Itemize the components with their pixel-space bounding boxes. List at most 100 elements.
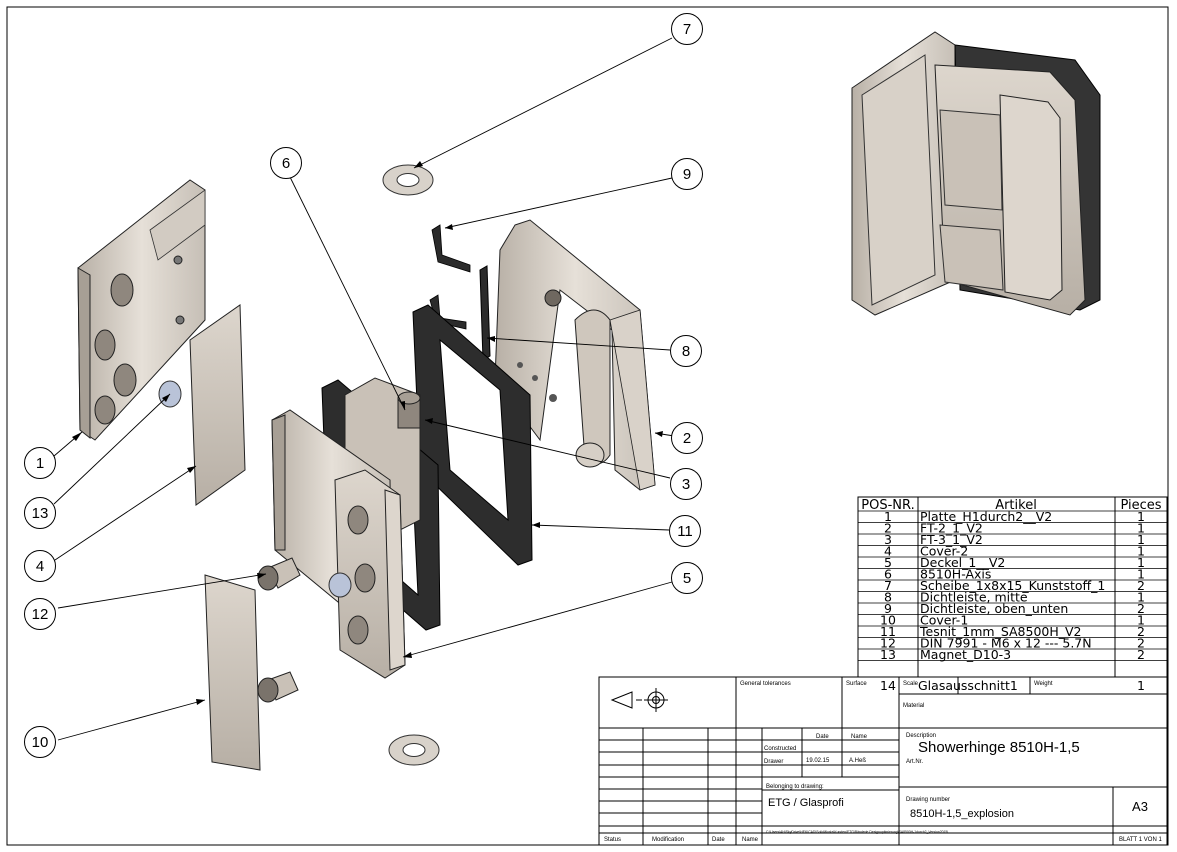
tb-description: Showerhinge 8510H-1,5 [918, 739, 1080, 756]
tb-drawing-number-label: Drawing number [906, 797, 950, 803]
balloon-10: 10 [24, 726, 56, 758]
tb-company: ETG / Glasprofi [768, 797, 844, 809]
bom-row-13-article: Magnet_D10-3 [920, 647, 1011, 662]
part-12-screw [257, 557, 301, 703]
tb-drawer-date: 19.02.15 [806, 758, 830, 764]
tb-drawing-number: 8510H-1,5_explosion [910, 808, 1014, 820]
balloon-5-label: 5 [683, 570, 691, 587]
tb-modification: Modification [652, 837, 684, 843]
balloon-4-label: 4 [36, 558, 44, 575]
tb-constructed: Constructed [764, 746, 796, 752]
bom-row-9-pieces: 2 [1137, 601, 1145, 616]
bom-row-2-pos: 2 [884, 521, 892, 536]
balloon-2-label: 2 [683, 430, 691, 447]
assembled-view [851, 31, 1101, 316]
bom-row-10-article: Cover-1 [920, 613, 968, 628]
bom-row-6-article: 8510H-Axis [920, 567, 991, 582]
part-1-plate [77, 179, 206, 441]
part-5-lid [334, 469, 406, 679]
tb-name-col: Name [742, 837, 759, 843]
tb-date-label: Date [816, 734, 829, 740]
bom-row-11-pieces: 2 [1137, 624, 1145, 639]
balloon-6: 6 [270, 147, 302, 179]
part-13-magnet-lower [328, 572, 352, 598]
balloon-13: 13 [24, 497, 56, 529]
tb-belonging: Belonging to drawing: [766, 784, 824, 790]
balloon-9: 9 [671, 158, 703, 190]
bom-row-8-pos: 8 [884, 590, 892, 605]
bom-row-13-pieces: 2 [1137, 647, 1145, 662]
bom-row-12-article: DIN 7991 - M6 x 12 --- 5.7N [920, 636, 1092, 651]
bom-row-5-article: Deckel_1__V2 [920, 555, 1005, 570]
balloon-11: 11 [669, 515, 701, 547]
bom-row-4-pos: 4 [884, 544, 892, 559]
bom-row-2-pieces: 1 [1137, 521, 1145, 536]
balloon-2: 2 [671, 422, 703, 454]
bom-row-7-pos: 7 [884, 578, 892, 593]
bom-row-3-pieces: 1 [1137, 532, 1145, 547]
bom-row-1-pos: 1 [884, 509, 892, 524]
balloon-10-label: 10 [32, 734, 49, 751]
part-4-cover [189, 304, 246, 506]
bom-row-12-pos: 12 [880, 636, 896, 651]
title-block: General tolerances Surface 14 Scale Glas… [598, 676, 1168, 846]
balloon-3: 3 [670, 468, 702, 500]
bom-row-12-pieces: 2 [1137, 636, 1145, 651]
tb-drawer-name: A.Heß [849, 758, 866, 764]
tb-material: Material [903, 703, 924, 709]
bom-row-4-pieces: 1 [1137, 544, 1145, 559]
part-2-bracket [494, 219, 656, 491]
tb-date-col: Date [712, 837, 725, 843]
bom-row-5-pos: 5 [884, 555, 892, 570]
balloon-5: 5 [671, 562, 703, 594]
bom-header-article: Artikel [995, 498, 1037, 513]
bom-row-7-pieces: 2 [1137, 578, 1145, 593]
balloon-3-label: 3 [682, 476, 690, 493]
bom-row-4-article: Cover-2 [920, 544, 968, 559]
sheet-border [6, 6, 1169, 846]
balloon-7: 7 [671, 13, 703, 45]
bom-row-9-article: Dichtleiste, oben_unten [920, 601, 1068, 616]
balloon-7-label: 7 [683, 21, 691, 38]
part-10-cover [204, 574, 261, 771]
bom-row-13-pos: 13 [880, 647, 896, 662]
bom-row-8-pieces: 1 [1137, 590, 1145, 605]
bom-row-8-article: Dichtleiste, mitte [920, 590, 1028, 605]
bom-row-6-pieces: 1 [1137, 567, 1145, 582]
arrowheads [72, 161, 663, 705]
bom-row-1-pieces: 1 [1137, 509, 1145, 524]
balloon-8-label: 8 [682, 343, 690, 360]
balloon-12-label: 12 [32, 606, 49, 623]
balloon-9-label: 9 [683, 166, 691, 183]
balloon-list: 1 2 3 4 5 6 7 8 9 10 11 12 13 [24, 13, 703, 758]
balloon-12: 12 [24, 598, 56, 630]
bom-row-2-article: FT-2_1_V2 [920, 521, 983, 536]
tb-name-label: Name [851, 734, 868, 740]
bom-row-14-pieces: 1 [1137, 678, 1145, 693]
tb-general-tolerances: General tolerances [740, 681, 791, 687]
tb-file-path: C:\Users\AH\SkyDrive\HEK\CAD\SolidWorks\… [766, 830, 948, 834]
projection-symbol-icon [610, 688, 668, 712]
tb-status: Status [604, 837, 621, 843]
bom-row-3-article: FT-3_1_V2 [920, 532, 983, 547]
bom-row-14-pos: 14 [880, 678, 896, 693]
balloon-1-label: 1 [36, 455, 44, 472]
balloon-1: 1 [24, 447, 56, 479]
bom-header-pos: POS-NR. [861, 498, 914, 513]
bom-row-9-pos: 9 [884, 601, 892, 616]
bom-row-7-article: Scheibe_1x8x15_Kunststoff_1 [920, 578, 1105, 593]
tb-sheet: BLATT 1 VON 1 [1119, 837, 1162, 843]
bom-row-11-pos: 11 [880, 624, 896, 639]
tb-format: A3 [1132, 799, 1148, 814]
tb-surface: Surface [846, 681, 867, 687]
tb-scale: Scale [903, 681, 919, 687]
bom-row-3-pos: 3 [884, 532, 892, 547]
bom-row-1-article: Platte_H1durch2__V2 [920, 509, 1052, 524]
balloon-13-label: 13 [32, 505, 49, 522]
balloon-8: 8 [670, 335, 702, 367]
tb-drawer: Drawer [764, 759, 783, 765]
bom-row-5-pieces: 1 [1137, 555, 1145, 570]
